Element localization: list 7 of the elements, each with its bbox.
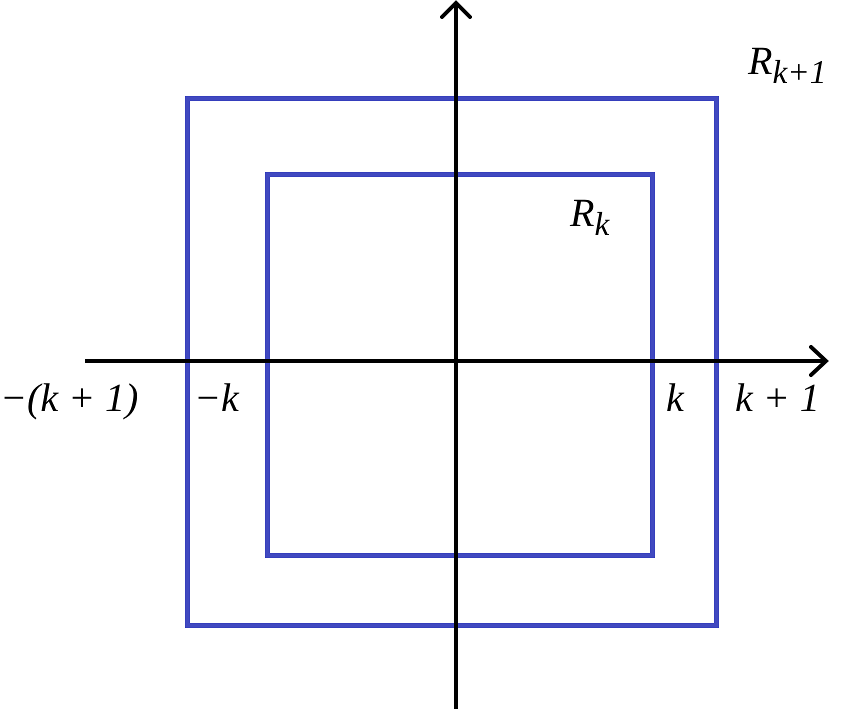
tick-label: −(k + 1) bbox=[0, 378, 138, 418]
tick-label: −k bbox=[194, 378, 239, 418]
tick-label: k + 1 bbox=[735, 378, 820, 418]
region-label: R$_{k}$ bbox=[570, 193, 610, 242]
square-region bbox=[265, 172, 655, 558]
region-label: R$_{k+1}$ bbox=[748, 41, 826, 90]
tick-label: k bbox=[666, 378, 684, 418]
